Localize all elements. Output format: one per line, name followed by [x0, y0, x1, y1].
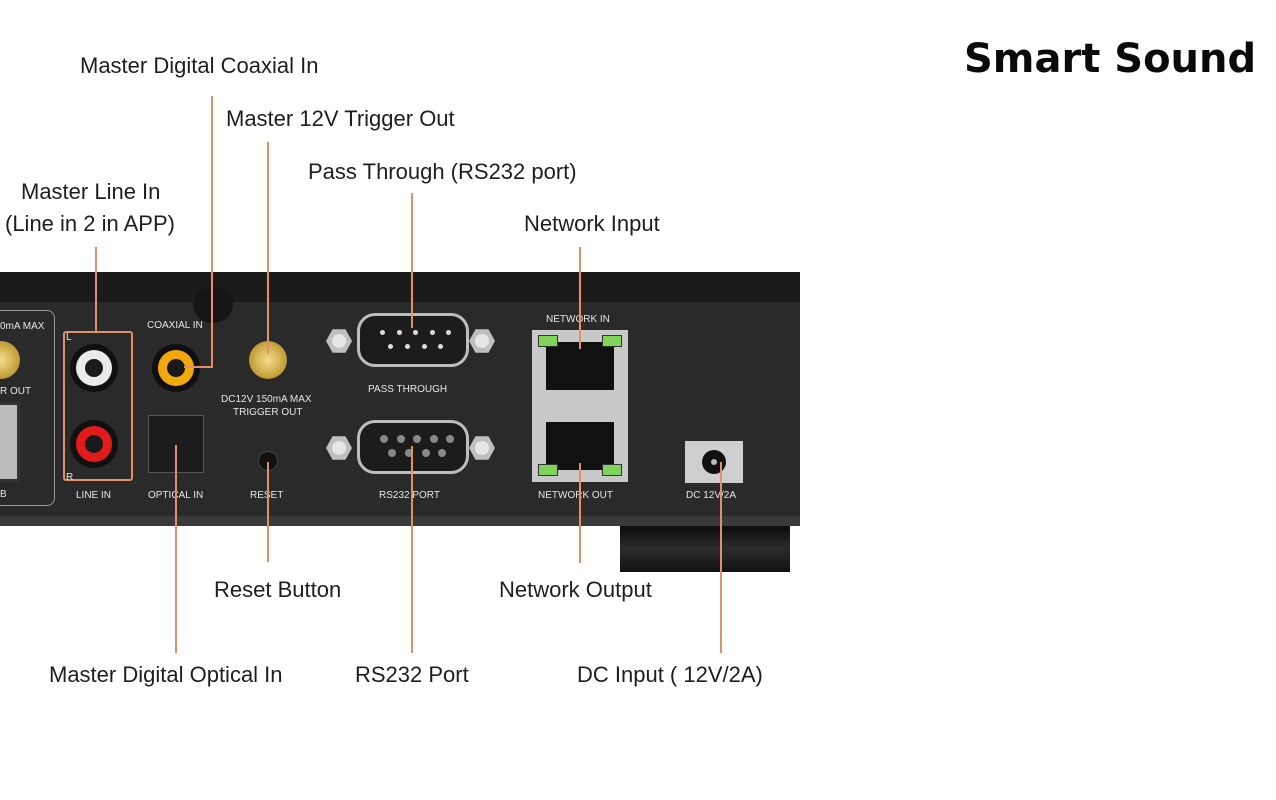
callout-dc-input: DC Input ( 12V/2A) — [577, 662, 763, 687]
callout-reset: Reset Button — [214, 577, 342, 602]
network-out-label: NETWORK OUT — [538, 490, 613, 501]
line-in-left-jack — [70, 344, 118, 392]
line-in-right-jack — [70, 420, 118, 468]
line-l-label: L — [66, 332, 72, 343]
trigger-label-1: DC12V 150mA MAX — [221, 394, 312, 405]
callout-network-input: Network Input — [524, 211, 660, 236]
callout-line-in-2: (Line in 2 in APP) — [5, 211, 175, 236]
coaxial-in-jack — [152, 344, 200, 392]
panel-bottom-edge — [0, 516, 800, 526]
callout-trigger-out: Master 12V Trigger Out — [226, 106, 455, 131]
dc-input-jack — [685, 441, 743, 483]
led — [538, 464, 558, 476]
callout-rs232: RS232 Port — [355, 662, 469, 687]
leader-dc — [720, 462, 722, 653]
leader-rs232 — [411, 446, 413, 653]
callout-optical-in: Master Digital Optical In — [49, 662, 283, 687]
rs232-port — [357, 420, 469, 474]
screw — [193, 287, 233, 323]
rs232-port-label: RS232 PORT — [379, 490, 440, 501]
callout-line-in-1: Master Line In — [21, 179, 161, 204]
leader-network-out — [579, 463, 581, 563]
hex-nut — [469, 329, 495, 353]
network-ports — [532, 330, 628, 482]
hex-nut — [326, 329, 352, 353]
callout-network-output: Network Output — [499, 577, 652, 602]
usb-port — [0, 402, 20, 482]
leader-coaxial — [211, 96, 213, 366]
trigger-jack-partial — [0, 341, 20, 379]
led — [538, 335, 558, 347]
callout-coaxial-in: Master Digital Coaxial In — [80, 53, 319, 78]
network-in-label: NETWORK IN — [546, 314, 610, 325]
trigger-label-2: TRIGGER OUT — [233, 407, 303, 418]
line-r-label: R — [66, 472, 74, 483]
network-in-port — [546, 342, 614, 390]
leader-reset — [267, 462, 269, 562]
panel-top-edge — [0, 272, 800, 302]
usb-label: B — [0, 489, 7, 500]
coaxial-in-label: COAXIAL IN — [147, 320, 203, 331]
leader-pass-through — [411, 193, 413, 328]
leader-network-in — [579, 247, 581, 349]
usb-trigger-box — [0, 310, 55, 506]
network-out-port — [546, 422, 614, 470]
hex-nut — [469, 436, 495, 460]
hex-nut — [326, 436, 352, 460]
device-foot — [620, 526, 790, 572]
callout-pass-through: Pass Through (RS232 port) — [308, 159, 577, 184]
reset-label: RESET — [250, 490, 283, 501]
leader-coaxial-elbow — [184, 366, 213, 368]
leader-trigger — [267, 142, 269, 354]
led — [602, 464, 622, 476]
leader-line-in — [95, 247, 97, 332]
r-out-label: R OUT — [0, 386, 32, 397]
led — [602, 335, 622, 347]
leader-optical — [175, 445, 177, 653]
pass-through-port — [357, 313, 469, 367]
line-in-highlight — [63, 331, 133, 481]
dc-label: DC 12V/2A — [686, 490, 737, 501]
ma-max-label: 0mA MAX — [0, 321, 45, 332]
pass-through-label: PASS THROUGH — [368, 384, 448, 395]
line-in-label: LINE IN — [76, 490, 112, 501]
title: Smart Sound — [964, 36, 1257, 82]
